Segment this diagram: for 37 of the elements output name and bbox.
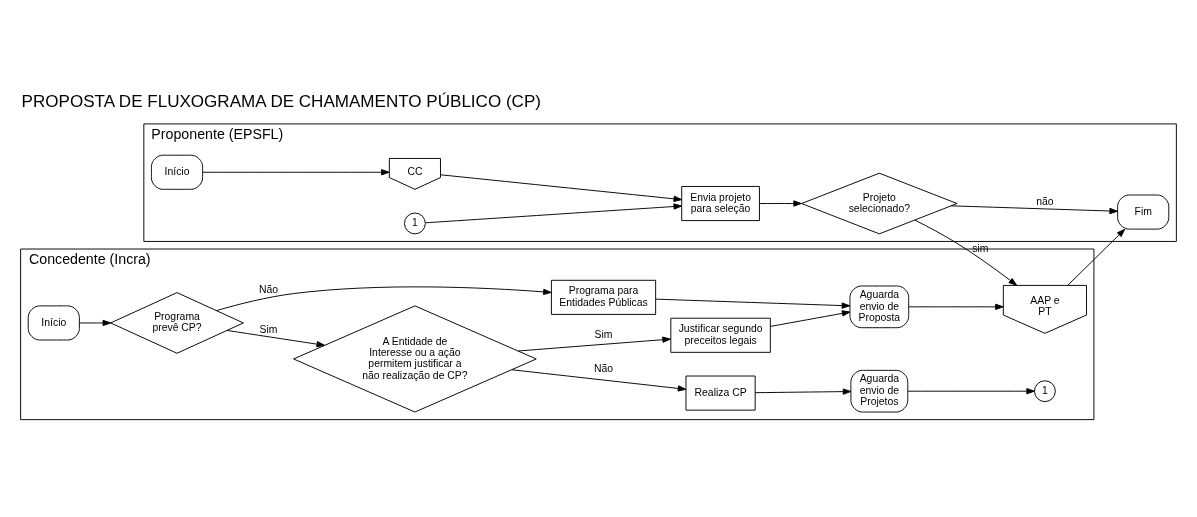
arrow <box>216 286 552 312</box>
edge-label: não <box>1036 196 1054 208</box>
arrow <box>1067 228 1126 286</box>
arrow <box>202 169 390 176</box>
arrow <box>511 369 687 392</box>
node-circle: 1 <box>1034 380 1056 403</box>
node-box: Início <box>150 154 204 190</box>
arrow <box>914 219 1017 286</box>
edge-label: Sim <box>594 328 613 340</box>
node-box: Aguarda envio de Projetos <box>850 369 909 413</box>
node-diamond: A Entidade de Interesse ou a ação permitem justificar a não realização de CP? <box>293 305 537 413</box>
node-circle: 1 <box>404 212 426 235</box>
node-box: Envia projeto para seleção <box>681 186 760 222</box>
arrow <box>79 319 112 327</box>
edge-label: Não <box>258 284 279 296</box>
arrow <box>908 303 1004 310</box>
arrow <box>226 330 326 348</box>
arrow <box>759 200 802 207</box>
edge-label: Não <box>593 363 614 375</box>
arrow <box>950 205 1118 215</box>
node-box: Aguarda envio de Proposta <box>849 285 910 329</box>
arrow <box>907 388 1035 395</box>
edge-label: Sim <box>259 324 278 336</box>
arrow <box>425 203 683 224</box>
node-diamond: Programa prevê CP? <box>110 292 244 354</box>
arrow <box>655 298 851 309</box>
arrow <box>517 336 671 352</box>
arrow <box>440 174 683 202</box>
arrow <box>770 310 851 327</box>
node-box: Realiza CP <box>685 375 756 411</box>
node-box: Início <box>27 305 80 341</box>
node-diamond: Projeto selecionado? <box>801 172 958 235</box>
node-box: Fim <box>1117 194 1170 230</box>
arrow <box>754 388 852 395</box>
node-box: Programa para Entidades Públicas <box>550 279 657 315</box>
node-box: Justificar segundo preceitos legais <box>670 317 771 353</box>
diagram-title: PROPOSTA DE FLUXOGRAMA DE CHAMAMENTO PÚBLICO (CP) <box>21 92 541 112</box>
